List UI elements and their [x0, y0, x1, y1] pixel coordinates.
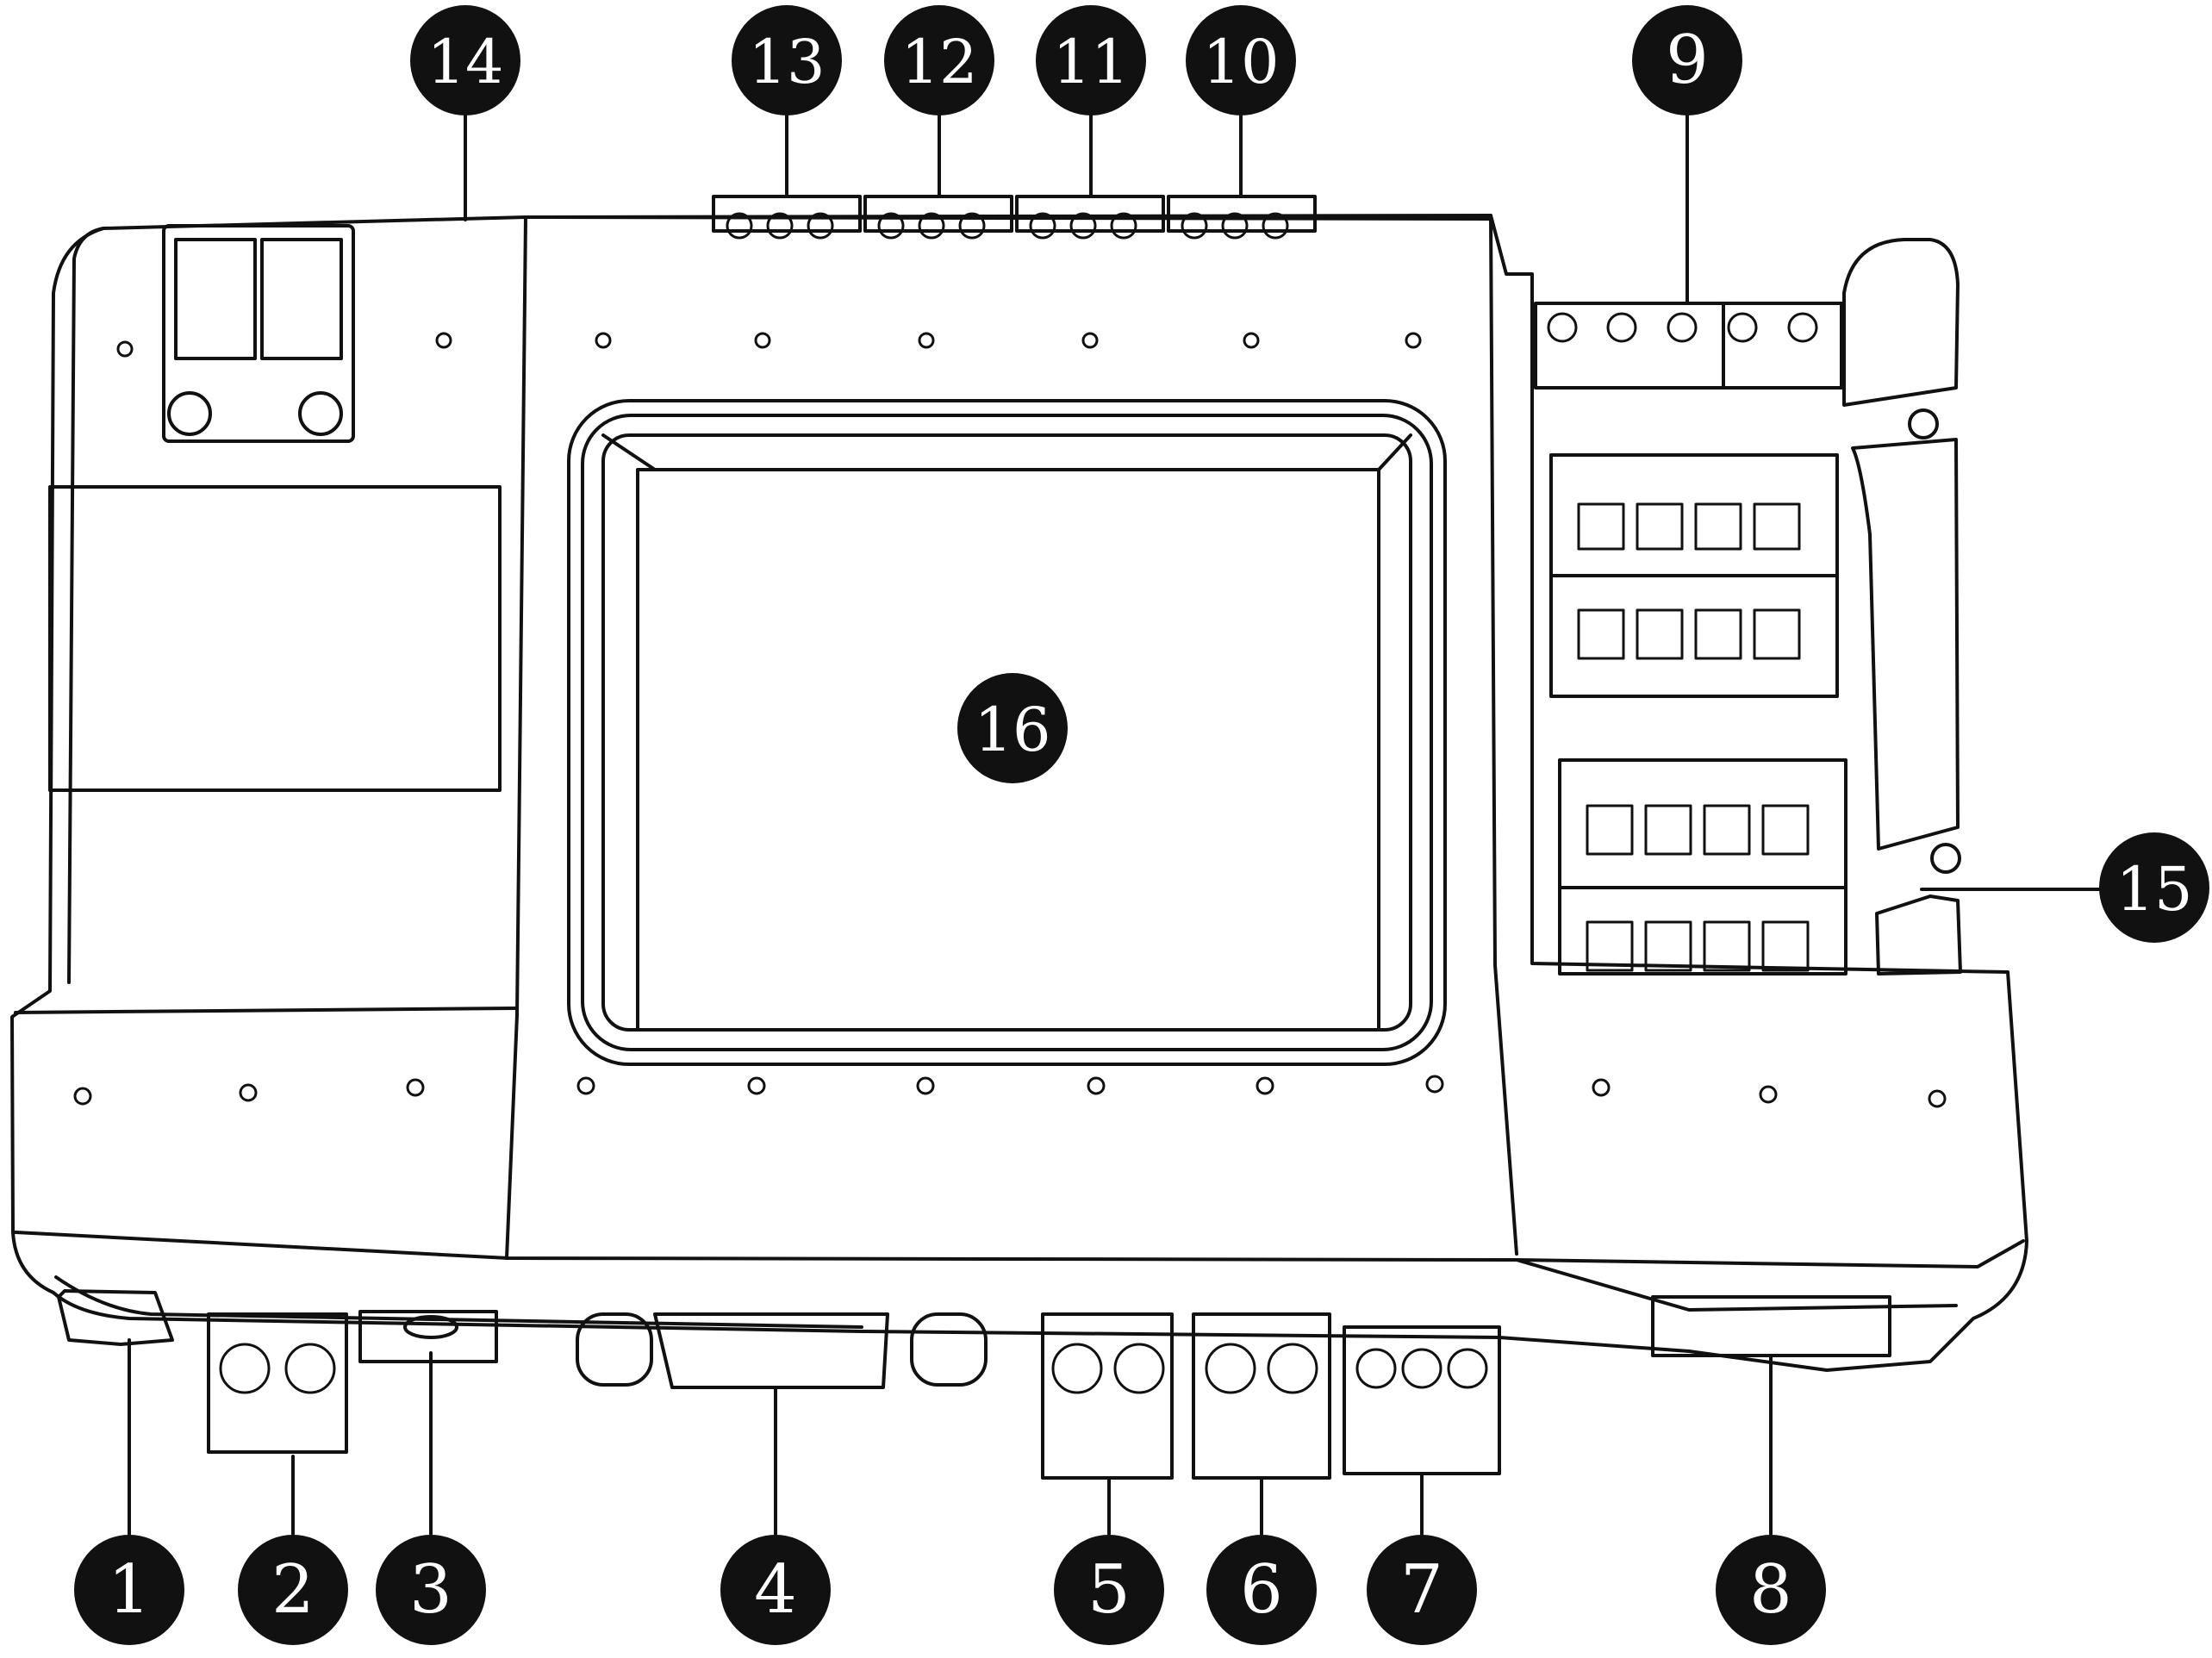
callout-circle — [1367, 1535, 1477, 1645]
callout-circle — [957, 673, 1068, 783]
callout-number: 4 — [754, 1551, 797, 1629]
callout-number: 9 — [1666, 22, 1709, 99]
callout-circle — [1206, 1535, 1317, 1645]
switch-housing — [162, 224, 355, 443]
connector-6 — [1192, 1312, 1331, 1480]
mount-hole-left — [167, 391, 212, 436]
callout-15: 15 — [2099, 832, 2209, 943]
connector-4 — [653, 1312, 889, 1389]
callout-circle — [1632, 5, 1742, 115]
label-window — [48, 485, 502, 792]
callout-circle — [410, 5, 520, 115]
callout-circle — [1186, 5, 1296, 115]
callout-3: 3 — [376, 1535, 486, 1645]
callout-circle — [74, 1535, 184, 1645]
relay-bank-lower — [1558, 758, 1847, 975]
callout-circle — [732, 5, 842, 115]
callout-circle — [1036, 5, 1146, 115]
callout-number: 10 — [1202, 27, 1279, 97]
dip-switch-1 — [174, 238, 257, 360]
callout-number: 2 — [271, 1551, 315, 1629]
callout-number: 6 — [1240, 1551, 1283, 1629]
callout-circle — [2099, 832, 2209, 943]
callout-number: 15 — [2115, 854, 2192, 925]
callout-12: 12 — [884, 5, 994, 115]
callout-circle — [238, 1535, 348, 1645]
callout-number: 3 — [409, 1551, 452, 1629]
leader-lines — [128, 102, 2117, 1536]
callout-9: 9 — [1632, 5, 1742, 115]
callout-8: 8 — [1716, 1535, 1826, 1645]
callout-circle — [376, 1535, 486, 1645]
relay-switches — [1577, 502, 1810, 972]
right-relay-block — [1534, 302, 1847, 975]
callout-circle — [1716, 1535, 1826, 1645]
callout-7: 7 — [1367, 1535, 1477, 1645]
relay-screws — [1547, 312, 1818, 343]
callout-13: 13 — [732, 5, 842, 115]
din-rail-clip — [1842, 238, 1962, 975]
callout-number: 11 — [1052, 27, 1129, 97]
callout-number: 14 — [427, 27, 503, 97]
callout-6: 6 — [1206, 1535, 1317, 1645]
callout-number: 8 — [1749, 1551, 1792, 1629]
callout-circle — [884, 5, 994, 115]
left-panel — [48, 224, 502, 792]
connector-5 — [1041, 1312, 1174, 1480]
callout-11: 11 — [1036, 5, 1146, 115]
callout-16: 16 — [957, 673, 1068, 783]
callout-number: 13 — [748, 27, 825, 97]
mount-hole-right — [298, 391, 343, 436]
bottom-connector-screws — [219, 1343, 1488, 1394]
callout-number: 7 — [1400, 1551, 1443, 1629]
screw-dimples — [73, 332, 1947, 1108]
callout-14: 14 — [410, 5, 520, 115]
connector-3 — [358, 1310, 498, 1363]
callout-4: 4 — [720, 1535, 831, 1645]
callout-2: 2 — [238, 1535, 348, 1645]
callout-1: 1 — [74, 1535, 184, 1645]
callout-10: 10 — [1186, 5, 1296, 115]
dip-switch-2 — [260, 238, 343, 360]
callout-number: 16 — [974, 695, 1050, 765]
callout-circle — [1054, 1535, 1164, 1645]
callout-number: 1 — [108, 1551, 151, 1629]
display-bezel — [567, 399, 1447, 1066]
enclosure — [10, 214, 2028, 1372]
connector-2 — [207, 1312, 348, 1454]
top-terminal-strip — [712, 195, 1317, 233]
top-terminal-screws — [726, 212, 1289, 240]
connector-1 — [57, 1289, 174, 1346]
callout-circle — [720, 1535, 831, 1645]
callout-number: 12 — [900, 27, 977, 97]
callout-number: 5 — [1087, 1551, 1131, 1629]
callout-5: 5 — [1054, 1535, 1164, 1645]
